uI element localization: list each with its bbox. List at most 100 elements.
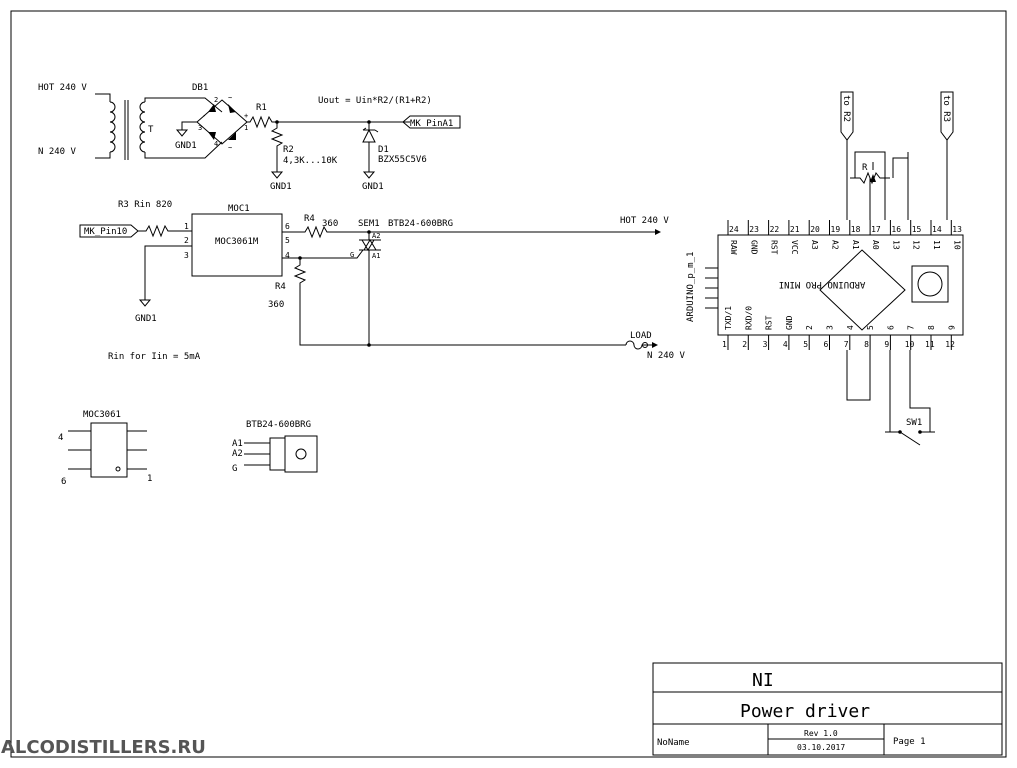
arduino-bottom-pin-number: 1 <box>722 340 727 349</box>
arduino-mcu-chip <box>819 249 906 331</box>
triac-package-body <box>284 435 318 473</box>
bridge-label: DB1 <box>192 83 208 93</box>
power-supply-section: HOT 240 V N 240 V T DB1 3 1 2 4 ~ ~ + - … <box>38 83 248 160</box>
arduino-reset-cap <box>917 271 943 297</box>
arduino-bottom-pin-number: 7 <box>844 340 849 349</box>
net-mk-pin10-label: MK_Pin10 <box>84 227 127 237</box>
to-r3-flag <box>940 91 954 220</box>
r1-resistor <box>247 115 410 129</box>
gnd-symbol-bridge <box>175 129 189 137</box>
bridge-diode-2 <box>228 104 236 113</box>
arduino-bottom-pin-number: 5 <box>803 340 808 349</box>
gnd-symbol-moc <box>138 299 152 307</box>
transformer-primary <box>109 101 116 153</box>
arduino-top-pin-number: 14 <box>932 225 942 234</box>
arduino-bottom-pin-number: 12 <box>945 340 955 349</box>
transformer-secondary <box>139 101 146 153</box>
gnd-symbol-zener <box>362 171 376 179</box>
n-in-label: N 240 V <box>38 147 77 157</box>
bridge-ac2: ~ <box>228 144 232 152</box>
title-block-frame <box>652 662 1003 756</box>
triac-ref: SEM1 <box>358 219 380 229</box>
d1-label: D1 <box>378 145 389 155</box>
moc-package-pin4: 4 <box>58 433 63 443</box>
triac-package: BTB24-600BRG A1 A2 G <box>232 420 318 474</box>
arduino-top-pin-label: 13 <box>891 240 900 250</box>
arduino-bottom-pin-label: 7 <box>907 325 916 330</box>
load-terminal <box>642 342 648 348</box>
arduino-top-pin-number: 15 <box>912 225 922 234</box>
arduino-top-pin-label: 12 <box>912 240 921 250</box>
arduino-name-label: ARDUINO PRO MINI <box>779 279 866 289</box>
moc3061m-optocoupler <box>191 213 283 277</box>
gnd-label-zener: GND1 <box>362 182 384 192</box>
gnd-label-bridge: GND1 <box>175 141 197 151</box>
arduino-top-pin-label: A0 <box>871 240 880 250</box>
arduino-pro-mini: 24RAW1TXD/123GND2RXD/022RST3RST21VCC4GND… <box>686 91 964 446</box>
watermark: ALCODISTILLERS.RU <box>1 737 206 758</box>
moc-pin1: 1 <box>184 222 189 231</box>
r3-resistor <box>138 224 192 238</box>
arduino-top-pin-number: 24 <box>729 225 739 234</box>
gnd-label-moc: GND1 <box>135 314 157 324</box>
sw1-switch <box>885 431 935 446</box>
triac-package-pins <box>244 442 270 466</box>
arduino-top-pin-label: A1 <box>851 240 860 250</box>
bridge-diode-4 <box>228 132 236 140</box>
driver-section: MK_Pin10 R3 Rin 820 MOC1 MOC3061M 1 2 3 … <box>79 200 686 362</box>
r4-side-resistor <box>293 258 620 346</box>
arduino-bottom-pin-label: 2 <box>805 325 814 330</box>
arduino-top-pin-number: 20 <box>810 225 820 234</box>
arduino-top-pin-label: RAW <box>729 240 738 255</box>
arduino-bottom-pin-label: RST <box>765 315 774 330</box>
arduino-bottom-pin-label: GND <box>785 315 794 330</box>
mains-in-wires <box>95 93 111 159</box>
arduino-body <box>717 234 964 336</box>
hot-out-arrow <box>655 229 661 235</box>
sw1-contact-1 <box>898 430 902 434</box>
arduino-header-pins <box>705 267 718 309</box>
bridge-rectifier <box>196 99 248 145</box>
r4-top-label: R4 <box>304 214 315 224</box>
page-number: Page 1 <box>893 737 926 747</box>
load-junction <box>367 343 371 347</box>
arduino-top-pin-number: 16 <box>891 225 901 234</box>
arduino-top-pin-label: 10 <box>952 240 961 250</box>
arduino-bottom-pin-label: RXD/0 <box>744 306 753 330</box>
bridge-pin-1: 1 <box>244 124 248 132</box>
bridge-minus: - <box>202 112 206 120</box>
moc-package-pin6: 6 <box>61 477 66 487</box>
arduino-bottom-pin-label: 3 <box>826 325 835 330</box>
arduino-bottom-pin-label: TXD/1 <box>724 306 733 330</box>
triac-package-tab <box>269 437 286 471</box>
arduino-top-pin-label: VCC <box>790 240 799 255</box>
load-symbol <box>620 340 652 350</box>
pot-wiper <box>870 174 876 182</box>
moc-pin4: 4 <box>285 251 290 260</box>
triac-gate-wire <box>282 249 364 259</box>
arduino-top-pin-label: 11 <box>932 240 941 250</box>
arduino-top-pin-label: A3 <box>810 240 819 250</box>
bridge-ac1: ~ <box>228 94 232 102</box>
moc-package-pins <box>68 430 147 470</box>
bridge-diode-3 <box>208 132 216 140</box>
drawing-title: Power driver <box>740 701 870 722</box>
r4-top-value: 360 <box>322 219 338 229</box>
pot-label: R <box>862 163 868 173</box>
moc-pin5: 5 <box>285 236 290 245</box>
to-r2-label: to R2 <box>841 95 851 122</box>
arduino-bottom-pin-label: 8 <box>927 325 936 330</box>
net-flag-mk-pin10 <box>79 224 139 238</box>
r4-side-value: 360 <box>268 300 284 310</box>
d1-part: BZX55C5V6 <box>378 155 427 165</box>
moc-pin2-wire <box>144 245 192 300</box>
date: 03.10.2017 <box>797 743 845 752</box>
gnd-label-r2: GND1 <box>270 182 292 192</box>
sw1-label: SW1 <box>906 418 922 428</box>
bridge-gnd-wire <box>181 121 197 130</box>
arduino-bottom-pin-number: 11 <box>925 340 935 349</box>
triac-part: BTB24-600BRG <box>388 219 453 229</box>
moc-pin2: 2 <box>184 236 189 245</box>
formula-label: Uout = Uin*R2/(R1+R2) <box>318 96 432 106</box>
